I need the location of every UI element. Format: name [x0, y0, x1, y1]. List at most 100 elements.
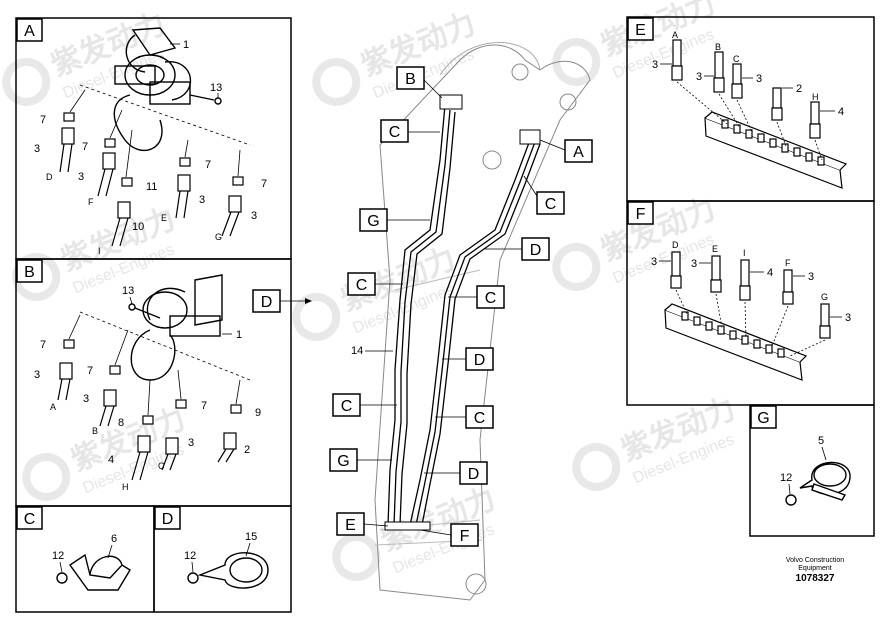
- watermark-logo-icon: [2, 57, 51, 106]
- hose-letter-c: C: [733, 54, 740, 64]
- svg-text:C: C: [545, 196, 557, 213]
- hose-letter-i: I: [98, 246, 101, 256]
- callout-6: 6: [111, 533, 117, 545]
- panel-label: B: [24, 264, 35, 281]
- watermark-logo-icon: [292, 292, 341, 341]
- tag-f: F: [450, 523, 479, 547]
- tag-c: C: [536, 191, 565, 215]
- panel-b: B 13 1: [15, 258, 292, 507]
- svg-text:D: D: [474, 352, 486, 369]
- hose-letter-b: B: [715, 42, 721, 52]
- svg-text:E: E: [345, 517, 356, 534]
- tag-g: G: [329, 448, 358, 472]
- hose-letter-g: G: [215, 232, 222, 242]
- callout-5: 5: [818, 435, 824, 447]
- panel-e: E A B C H 3: [626, 16, 875, 202]
- tag-g: G: [359, 208, 388, 232]
- tag-e: E: [336, 512, 365, 536]
- callout-4: 4: [838, 106, 844, 118]
- callout-4: 4: [767, 267, 773, 279]
- hose-fitting-icon: [670, 251, 831, 339]
- watermark-logo-icon: [552, 37, 601, 86]
- hose-fitting-icon: [671, 39, 821, 139]
- callout-3: 3: [83, 393, 89, 405]
- callout-15: 15: [245, 531, 257, 543]
- panel-g: G 5 12: [749, 404, 875, 537]
- panel-c: C 6 12: [15, 505, 155, 613]
- callout-14: 14: [351, 345, 363, 357]
- callout-13: 13: [122, 285, 134, 297]
- callout-3: 3: [652, 59, 658, 71]
- manifold-block-icon: [664, 303, 808, 381]
- hose-letter-b: B: [92, 426, 98, 436]
- callout-7: 7: [40, 114, 46, 126]
- callout-7: 7: [82, 141, 88, 153]
- hose-letter-g: G: [821, 292, 828, 302]
- tag-d: D: [521, 237, 550, 261]
- watermark-logo-icon: [572, 442, 621, 491]
- svg-text:D: D: [530, 242, 542, 259]
- callout-3: 3: [188, 437, 194, 449]
- tag-c: C: [380, 119, 409, 143]
- callout-7: 7: [201, 400, 207, 412]
- view-tags: B C A C G D C C D C C G D E F: [329, 66, 593, 547]
- callout-11: 11: [146, 181, 157, 193]
- hose-letter-e: E: [712, 244, 718, 254]
- callout-7: 7: [261, 178, 267, 190]
- callout-3: 3: [691, 258, 697, 270]
- tag-d: D: [459, 461, 488, 485]
- callout-9: 9: [255, 407, 261, 419]
- panel-label: D: [162, 511, 174, 528]
- tag-a: A: [564, 139, 593, 163]
- hose-letter-h: H: [122, 482, 129, 492]
- hose-fitting-icon: [59, 112, 244, 247]
- hose-letter-d: D: [672, 240, 679, 250]
- callout-1: 1: [183, 39, 189, 51]
- panel-label: A: [24, 23, 35, 40]
- hose-letter-i: I: [743, 248, 746, 258]
- hose-letter-e: E: [161, 213, 167, 223]
- callout-3: 3: [756, 73, 762, 85]
- callout-3: 3: [34, 143, 40, 155]
- callout-3: 3: [34, 369, 40, 381]
- drawing-number: 1078327: [795, 573, 835, 584]
- manifold-icon: [384, 94, 541, 531]
- hose-letter-h: H: [812, 92, 819, 102]
- watermark-logo-icon: [552, 242, 601, 291]
- bracket-icon: [128, 274, 223, 381]
- callout-8: 8: [118, 417, 124, 429]
- svg-text:C: C: [389, 124, 401, 141]
- hose-letter-f: F: [88, 197, 94, 207]
- callout-12: 12: [780, 472, 792, 484]
- svg-text:A: A: [573, 144, 584, 161]
- callout-13: 13: [210, 82, 222, 94]
- bracket-icon: [113, 27, 222, 151]
- callout-2: 2: [796, 83, 802, 95]
- clamp-icon: [187, 552, 269, 589]
- callout-3: 3: [78, 171, 84, 183]
- svg-text:B: B: [405, 71, 416, 88]
- credit-company-line2: Equipment: [798, 565, 832, 572]
- svg-text:C: C: [341, 398, 353, 415]
- callout-4: 4: [108, 454, 114, 466]
- watermark-logo-icon: [332, 532, 381, 581]
- hose-letter-a: A: [50, 402, 56, 412]
- callout-12: 12: [184, 550, 196, 562]
- svg-text:D: D: [468, 466, 480, 483]
- callout-7: 7: [40, 339, 46, 351]
- hose-letter-f: F: [785, 258, 791, 268]
- callout-3: 3: [696, 71, 702, 83]
- callout-3: 3: [199, 194, 205, 206]
- callout-3: 3: [808, 271, 814, 283]
- callout-7: 7: [205, 159, 211, 171]
- tag-b: B: [396, 66, 425, 90]
- hose-fitting-icon: [57, 339, 242, 481]
- svg-text:D: D: [261, 294, 273, 311]
- callout-7: 7: [87, 365, 93, 377]
- manifold-block-icon: [704, 111, 848, 189]
- svg-text:C: C: [474, 410, 486, 427]
- tag-c: C: [347, 272, 376, 296]
- clamp-icon: [56, 553, 131, 591]
- callout-1: 1: [236, 329, 242, 341]
